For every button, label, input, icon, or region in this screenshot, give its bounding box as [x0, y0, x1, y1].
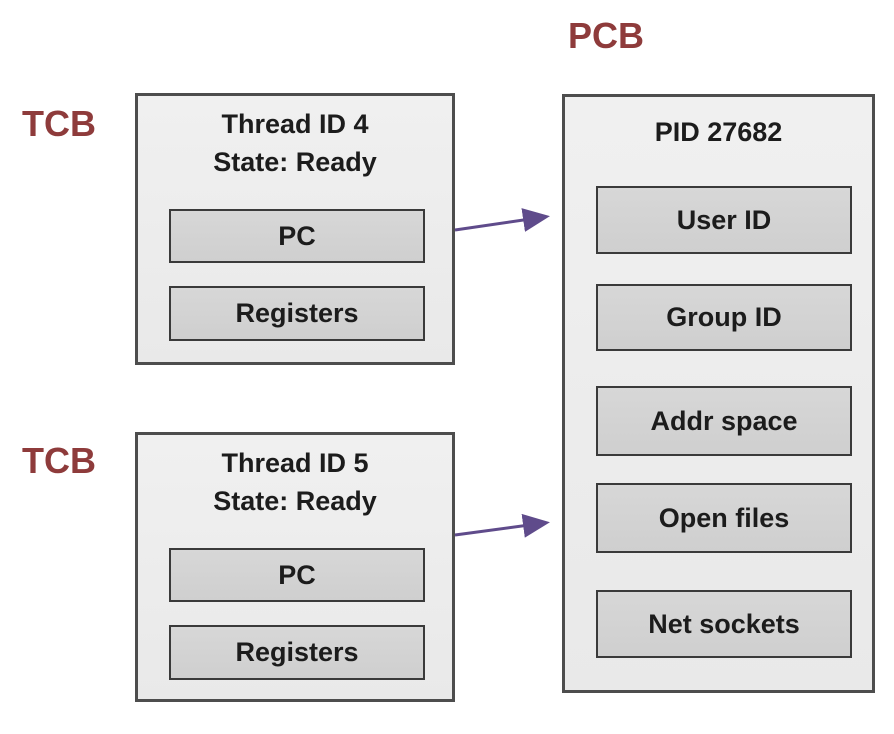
- tcb1-thread-id: Thread ID 4: [221, 109, 369, 139]
- tcb2-thread-id: Thread ID 5: [221, 448, 369, 478]
- tcb2-to-pcb-arrow: [454, 513, 550, 538]
- tcb2-pc-field: PC: [169, 548, 425, 602]
- tcb1-state: State: Ready: [213, 147, 377, 177]
- tcb1-registers-field: Registers: [169, 286, 425, 341]
- pcb-title: PID 27682: [654, 117, 783, 147]
- tcb2-box: Thread ID 5 State: Ready PC Registers: [135, 432, 455, 702]
- pcb-user-id-field: User ID: [596, 186, 852, 254]
- pcb-net-sockets-field: Net sockets: [596, 590, 852, 658]
- pcb-group-id-field: Group ID: [596, 284, 852, 351]
- tcb1-pc-field: PC: [169, 209, 425, 263]
- pcb-addr-space-field: Addr space: [596, 386, 852, 456]
- tcb1-to-pcb-arrow: [454, 208, 550, 232]
- tcb2-state: State: Ready: [213, 486, 377, 516]
- tcb1-title: Thread ID 4 State: Ready: [138, 105, 452, 181]
- pcb-box: PID 27682 User ID Group ID Addr space Op…: [562, 94, 875, 693]
- tcb1-section-label: TCB: [22, 103, 96, 144]
- tcb2-title: Thread ID 5 State: Ready: [138, 444, 452, 520]
- tcb2-section-label: TCB: [22, 440, 96, 481]
- pcb-section-label: PCB: [568, 15, 645, 56]
- tcb2-registers-field: Registers: [169, 625, 425, 680]
- tcb1-box: Thread ID 4 State: Ready PC Registers: [135, 93, 455, 365]
- pcb-open-files-field: Open files: [596, 483, 852, 553]
